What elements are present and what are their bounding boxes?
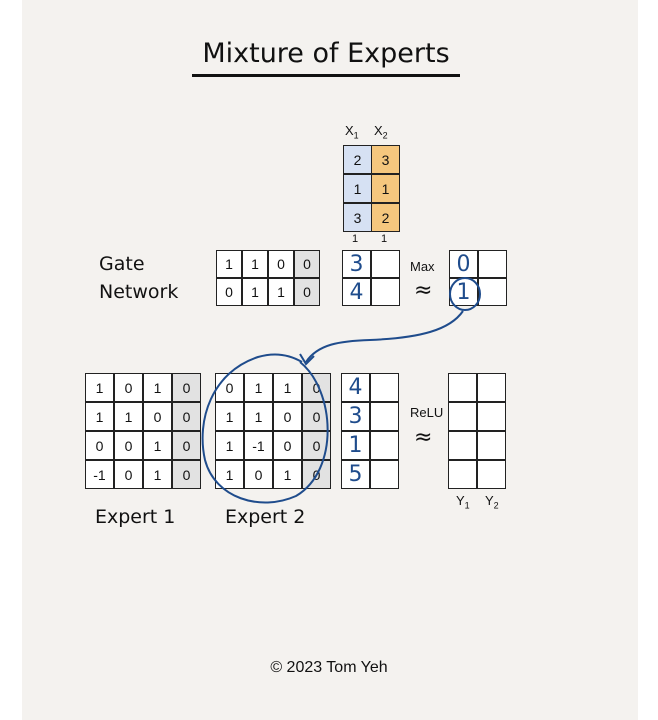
gate-weight-cell: 0 <box>294 278 320 306</box>
expert2-weight-cell: 0 <box>302 402 331 431</box>
gate-label-line2: Network <box>99 281 179 303</box>
paper-background <box>22 0 638 720</box>
final-output-cell <box>477 460 506 489</box>
gate-result-cell: 3 <box>342 250 371 278</box>
relu-approx-symbol: ≈ <box>414 425 433 450</box>
expert1-label: Expert 1 <box>95 506 176 528</box>
gate-output-empty <box>478 278 507 306</box>
gate-result-empty <box>371 250 400 278</box>
gate-label-line1: Gate <box>99 253 145 275</box>
gate-output-cell: 1 <box>449 278 478 306</box>
expert2-weight-cell: 1 <box>215 402 244 431</box>
x1-header: X1 <box>345 123 359 141</box>
x2-cell: 3 <box>371 145 400 174</box>
bias-x1: 1 <box>352 233 359 245</box>
final-output-cell <box>448 402 477 431</box>
expert2-weight-cell: 0 <box>215 373 244 402</box>
relu-label: ReLU <box>410 405 444 420</box>
gate-approx-symbol: ≈ <box>414 278 433 303</box>
gate-output-empty <box>478 250 507 278</box>
expert1-weight-cell: 0 <box>172 431 201 460</box>
expert2-weight-cell: 1 <box>244 402 273 431</box>
expert2-weight-cell: 0 <box>302 373 331 402</box>
final-output-cell <box>477 402 506 431</box>
gate-weight-cell: 1 <box>268 278 294 306</box>
final-output-cell <box>477 431 506 460</box>
final-output-cell <box>477 373 506 402</box>
x1-cell: 2 <box>343 145 372 174</box>
expert1-weight-cell: 1 <box>143 373 172 402</box>
expert2-weight-cell: 0 <box>273 431 302 460</box>
expert2-weight-cell: 1 <box>273 373 302 402</box>
title-underline <box>192 74 460 77</box>
expert1-weight-cell: 0 <box>114 373 143 402</box>
gate-weight-cell: 0 <box>216 278 242 306</box>
expert1-weight-cell: 0 <box>172 373 201 402</box>
gate-weight-cell: 0 <box>268 250 294 278</box>
copyright-footer: © 2023 Tom Yeh <box>270 659 388 676</box>
gate-result-cell: 4 <box>342 278 371 306</box>
gate-output-cell: 0 <box>449 250 478 278</box>
x2-header: X2 <box>374 123 388 141</box>
expert1-weight-cell: 1 <box>143 460 172 489</box>
x1-cell: 3 <box>343 203 372 232</box>
final-output-cell <box>448 373 477 402</box>
expert2-result-cell: 4 <box>341 373 370 402</box>
gate-weight-cell: 0 <box>294 250 320 278</box>
expert1-weight-cell: 0 <box>114 460 143 489</box>
expert2-weight-cell: 0 <box>244 460 273 489</box>
expert2-weight-cell: 1 <box>244 373 273 402</box>
page-title: Mixture of Experts <box>202 38 450 69</box>
expert2-weight-cell: 1 <box>215 460 244 489</box>
x2-cell: 2 <box>371 203 400 232</box>
expert2-result-cell: 3 <box>341 402 370 431</box>
expert1-weight-cell: 0 <box>114 431 143 460</box>
expert2-result-cell: 1 <box>341 431 370 460</box>
expert2-result-empty <box>370 460 399 489</box>
expert2-weight-cell: 1 <box>273 460 302 489</box>
expert1-weight-cell: 1 <box>85 402 114 431</box>
expert2-result-empty <box>370 431 399 460</box>
expert1-weight-cell: 0 <box>172 460 201 489</box>
expert2-weight-cell: 1 <box>215 431 244 460</box>
x1-cell: 1 <box>343 174 372 203</box>
gate-weight-cell: 1 <box>242 250 268 278</box>
expert2-weight-cell: 0 <box>302 460 331 489</box>
expert2-result-empty <box>370 402 399 431</box>
expert1-weight-cell: 0 <box>85 431 114 460</box>
expert1-weight-cell: -1 <box>85 460 114 489</box>
expert1-weight-cell: 1 <box>85 373 114 402</box>
max-label: Max <box>410 259 435 274</box>
expert1-weight-cell: 0 <box>172 402 201 431</box>
expert1-weight-cell: 1 <box>114 402 143 431</box>
gate-weight-cell: 1 <box>216 250 242 278</box>
expert2-weight-cell: 0 <box>302 431 331 460</box>
y2-label: Y2 <box>485 493 499 511</box>
expert2-result-cell: 5 <box>341 460 370 489</box>
final-output-cell <box>448 460 477 489</box>
expert2-weight-cell: 0 <box>273 402 302 431</box>
expert2-result-empty <box>370 373 399 402</box>
bias-x2: 1 <box>381 233 388 245</box>
expert2-label: Expert 2 <box>225 506 306 528</box>
final-output-cell <box>448 431 477 460</box>
x2-cell: 1 <box>371 174 400 203</box>
gate-weight-cell: 1 <box>242 278 268 306</box>
y1-label: Y1 <box>456 493 470 511</box>
gate-result-empty <box>371 278 400 306</box>
expert1-weight-cell: 1 <box>143 431 172 460</box>
expert1-weight-cell: 0 <box>143 402 172 431</box>
expert2-weight-cell: -1 <box>244 431 273 460</box>
